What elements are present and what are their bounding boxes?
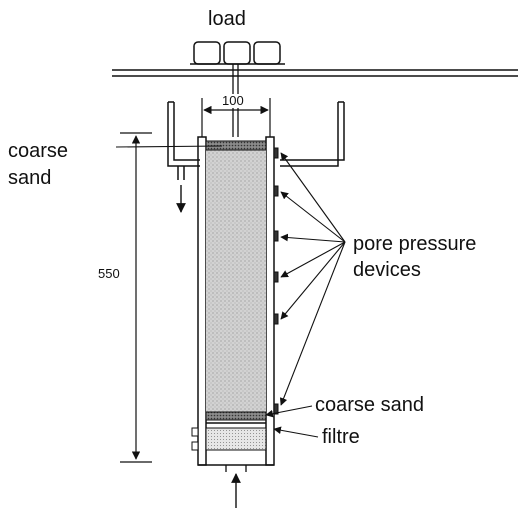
sand-column <box>206 150 266 412</box>
pore-pressure-label-line2: devices <box>353 259 421 281</box>
loading-beam <box>112 69 518 77</box>
filtre-label: filtre <box>322 426 360 448</box>
overflow-tray <box>167 101 345 180</box>
filtre-layer <box>205 427 267 451</box>
height-dimension <box>120 132 152 463</box>
leader-lines <box>115 145 346 438</box>
side-fittings <box>191 427 199 451</box>
coarse-sand-bottom-label: coarse sand <box>315 394 424 416</box>
coarse-sand-top-label-line2: sand <box>8 167 52 189</box>
pore-pressure-label-line1: pore pressure <box>353 233 477 255</box>
coarse-sand-top-layer <box>205 140 267 151</box>
width-dimension-label: 100 <box>222 93 244 109</box>
width-dimension <box>201 98 271 137</box>
coarse-sand-top-label-line1: coarse <box>8 140 69 162</box>
base-outlet <box>225 465 247 472</box>
height-dimension-label: 550 <box>98 266 120 281</box>
pore-pressure-ports <box>273 147 279 415</box>
coarse-sand-bottom-layer <box>205 411 267 421</box>
load-label: load <box>208 8 246 30</box>
load-weights <box>190 41 285 65</box>
